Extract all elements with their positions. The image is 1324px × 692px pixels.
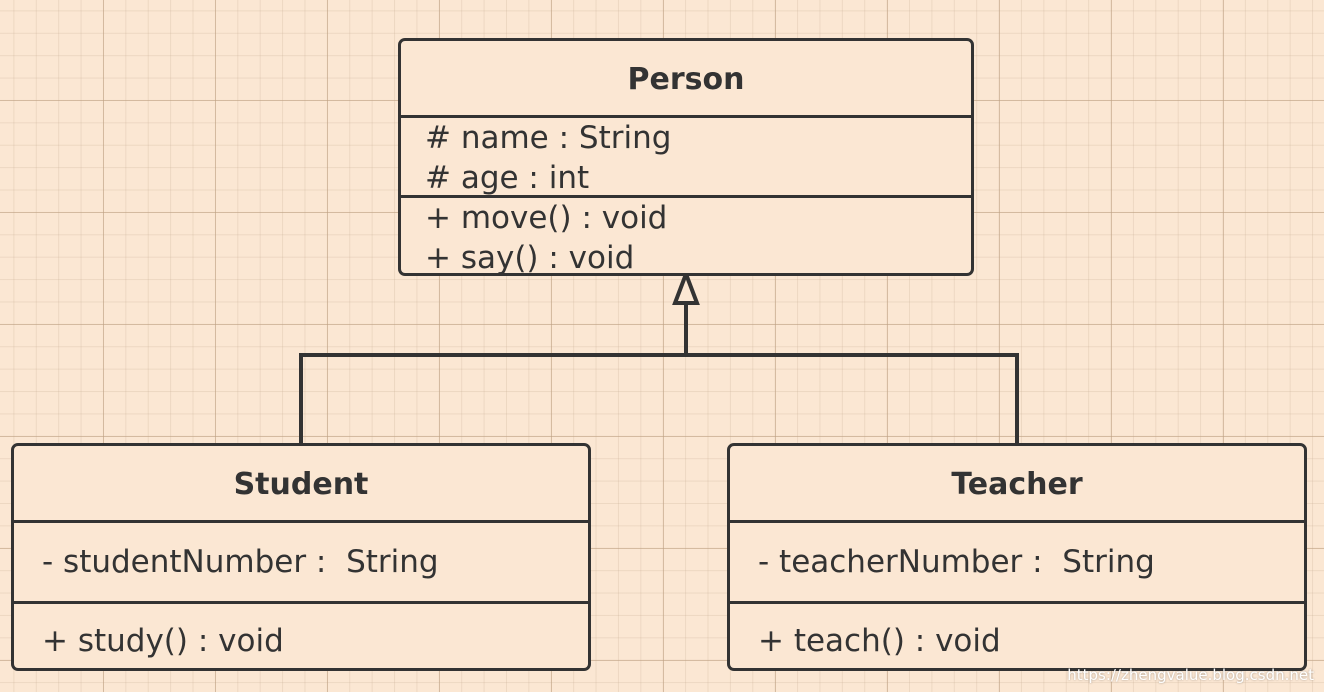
operation: + teach() : void [758, 623, 1001, 659]
operations-section: + study() : void [14, 604, 588, 668]
attribute: # name : String [425, 120, 672, 156]
operations-section: + move() : void + say() : void [401, 198, 971, 276]
teacher-inheritance-line [686, 353, 1019, 443]
attributes-section: - studentNumber : String [14, 523, 588, 604]
class-teacher[interactable]: Teacher - teacherNumber : String + teach… [727, 443, 1307, 671]
attribute: - teacherNumber : String [758, 544, 1155, 580]
student-inheritance-line [299, 353, 686, 443]
operation: + say() : void [425, 240, 635, 276]
operation: + study() : void [42, 623, 284, 659]
class-name: Person [401, 41, 971, 118]
attribute: # age : int [425, 160, 590, 196]
attributes-section: # name : String # age : int [401, 118, 971, 198]
attributes-section: - teacherNumber : String [730, 523, 1304, 604]
class-name: Student [14, 446, 588, 523]
operations-section: + teach() : void [730, 604, 1304, 668]
class-name: Teacher [730, 446, 1304, 523]
operation: + move() : void [425, 200, 668, 236]
generalization-arrowhead [672, 268, 700, 305]
class-student[interactable]: Student - studentNumber : String + study… [11, 443, 591, 671]
class-person[interactable]: Person # name : String # age : int + mov… [398, 38, 974, 276]
watermark-text: https://zhengvalue.blog.csdn.net [1067, 666, 1314, 684]
attribute: - studentNumber : String [42, 544, 439, 580]
